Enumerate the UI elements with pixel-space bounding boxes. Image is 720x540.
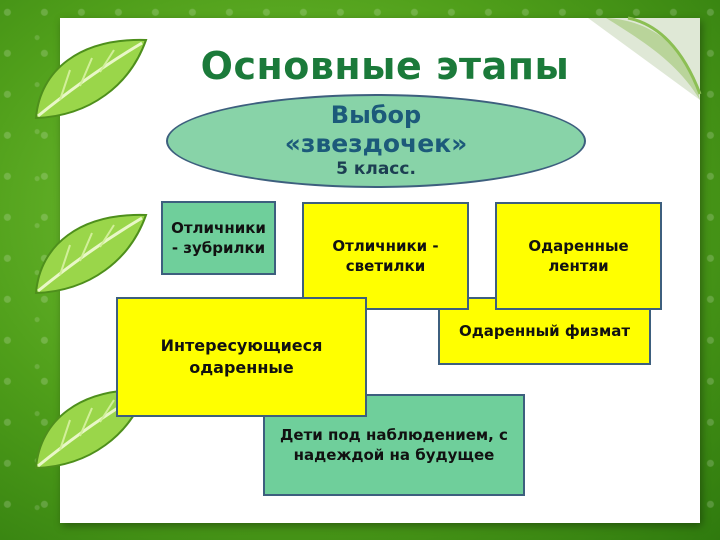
ellipse-line-1: Выбор [330,101,422,130]
box-otlichniki-svetilki: Отличники - светилки [302,202,469,310]
box-label: Отличники - зубрилки [171,218,266,257]
slide-title: Основные этапы [200,44,570,88]
box-label: Одаренные лентяи [528,236,629,275]
ellipse-line-2: «звездочек» [284,128,468,158]
box-label: Дети под наблюдением, с надеждой на буду… [280,425,508,464]
selection-ellipse: Выбор «звездочек» 5 класс. [166,94,586,188]
page-curl-icon [588,16,702,100]
box-interesuyushchiesya: Интересующиеся одаренные [116,297,367,417]
leaf-icon [34,38,148,120]
box-label: Одаренный физмат [458,321,631,340]
ellipse-line-3: 5 класс. [336,159,416,180]
leaf-icon [34,213,148,295]
box-label: Отличники - светилки [332,236,439,275]
box-odarennye-lentyai: Одаренные лентяи [495,202,662,310]
box-label: Интересующиеся одаренные [160,336,323,377]
box-otlichniki-zubrilki: Отличники - зубрилки [161,201,276,275]
